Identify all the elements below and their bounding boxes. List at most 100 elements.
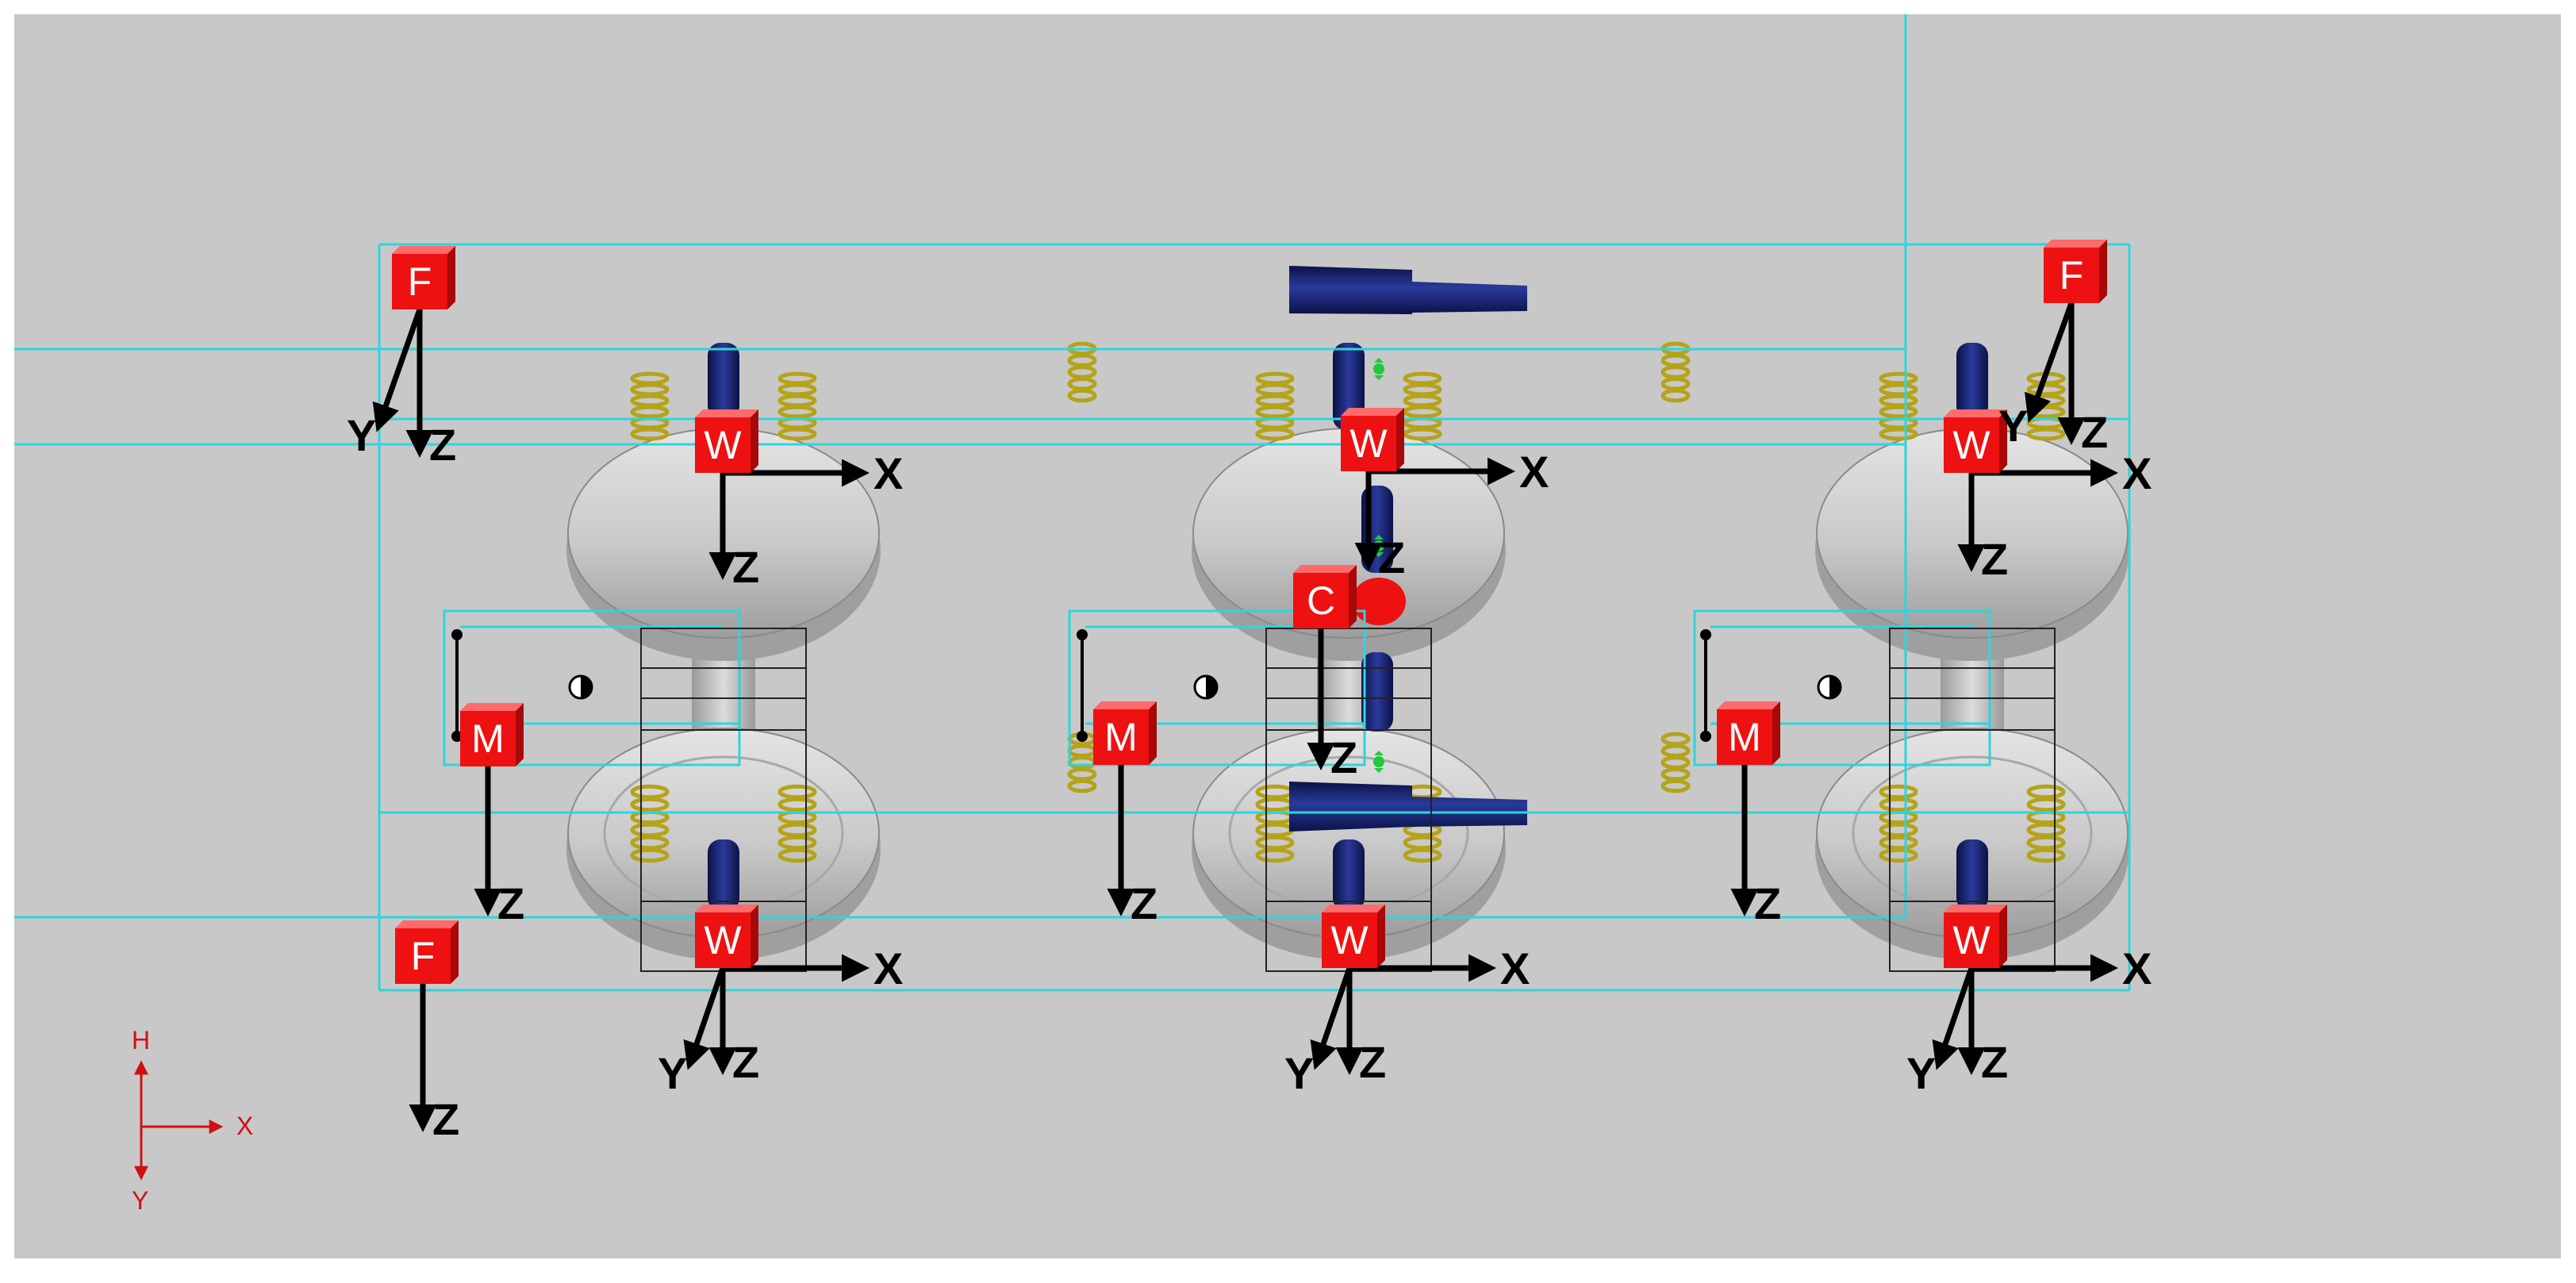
axis-label-z: Z [1981, 534, 2008, 584]
marker-cube-face [460, 711, 516, 766]
pin-end [1077, 731, 1088, 742]
marker-cube-face [695, 912, 751, 968]
anti-roll-bar-top [1289, 266, 1527, 314]
spring-coil [777, 427, 817, 441]
marker-letter: W [704, 918, 742, 962]
marker-wheel[interactable]: X Z W [1944, 409, 2152, 584]
axis-label-z: Z [429, 420, 456, 470]
center-of-mass-icon [1193, 674, 1219, 700]
pin-end [1700, 731, 1711, 742]
marker-cube-side [1396, 408, 1404, 471]
pin-end [1700, 629, 1711, 640]
marker-wheel[interactable]: X Z W [695, 409, 903, 592]
spring-coil [1403, 427, 1442, 441]
damper-bottom [1333, 839, 1365, 911]
marker-cube-side [1772, 701, 1780, 765]
center-of-mass-half [581, 676, 592, 698]
marker-cube-side [1149, 701, 1157, 765]
marker-cube-top [1944, 409, 2007, 417]
marker-letter: W [1952, 918, 1991, 962]
axis-label-z: Z [1359, 1037, 1386, 1087]
bearing-frame [451, 628, 807, 972]
pin-end [451, 629, 463, 640]
axis-label-x: X [2122, 448, 2152, 498]
coil-spring-icon [1879, 371, 1918, 441]
marker-letter: W [1952, 423, 1991, 467]
marker-letter: W [704, 423, 742, 467]
marker-cube-face [695, 417, 751, 473]
marker-center[interactable]: ZC [1293, 565, 1357, 782]
spring-coil [1067, 388, 1097, 403]
marker-cube-top [1341, 408, 1404, 416]
marker-mass[interactable]: ZM [1093, 701, 1157, 928]
axis-label-x: X [873, 448, 903, 498]
axis-label-y: Y [1906, 1048, 1936, 1098]
center-of-mass-icon [568, 674, 593, 700]
axis-label-z: Z [497, 878, 524, 928]
coil-spring-icon [1660, 732, 1691, 793]
marker-cube-side [451, 920, 459, 984]
axis-label-y: Y [1284, 1048, 1314, 1098]
marker-cube-face [1293, 573, 1349, 628]
marker-cube-face [1341, 416, 1396, 471]
center-ball [1352, 578, 1406, 625]
spring-coil [1879, 822, 1918, 838]
axis-label-z: Z [1981, 1037, 2008, 1087]
marker-cube-top [460, 703, 524, 711]
marker-letter: F [2060, 253, 2084, 298]
axis-label-z: Z [732, 542, 759, 592]
joint-arrows [1374, 358, 1384, 380]
pin-end [451, 731, 463, 742]
anti-roll-bar-bottom [1289, 782, 1527, 832]
axis-arrow [372, 308, 423, 432]
spring-coil [630, 835, 670, 851]
axis-label-y: Y [1998, 401, 2028, 451]
spring-coil [2026, 847, 2066, 863]
marker-cube-face [392, 254, 447, 309]
spring-coil [2026, 784, 2066, 800]
axis-label-z: Z [1378, 532, 1405, 582]
pin-end [1077, 629, 1088, 640]
marker-letter: C [1307, 578, 1335, 623]
spring-coil [1879, 835, 1918, 851]
marker-cube-top [392, 246, 455, 254]
marker-frame[interactable]: ZYF [347, 246, 456, 470]
marker-mass[interactable]: ZM [1717, 701, 1781, 928]
marker-cube-face [395, 928, 451, 984]
spring-coil [1403, 847, 1442, 863]
global-axis-label-up: H [132, 1026, 150, 1054]
marker-cube-face [1322, 912, 1377, 968]
marker-cube-top [1093, 701, 1157, 709]
marker-mass[interactable]: ZM [460, 703, 524, 928]
marker-cube-side [447, 246, 455, 309]
coil-spring-icon [630, 784, 670, 863]
marker-frame[interactable]: ZYF [1998, 240, 2108, 457]
axis-label-z: Z [1330, 732, 1357, 782]
damper-top [1956, 343, 1988, 419]
spring-coil [630, 822, 670, 838]
damper-top [708, 343, 739, 419]
spring-coil [1879, 784, 1918, 800]
marker-wheel[interactable]: XZW [1341, 408, 1549, 582]
spring-coil [1879, 797, 1918, 812]
axis-label-x: X [1519, 447, 1549, 497]
axis-arrow [1932, 966, 1975, 1070]
damper-center-lower [1361, 652, 1393, 732]
joint-dot [1373, 363, 1384, 375]
spring-coil [777, 847, 817, 863]
spring-coil [1660, 778, 1691, 793]
damper-bottom [1956, 839, 1988, 911]
center-of-mass-half [1206, 676, 1217, 698]
marker-letter: M [1104, 715, 1138, 759]
marker-cube-face [1093, 709, 1149, 765]
coil-spring-icon [777, 784, 817, 863]
marker-frame[interactable]: ZF [395, 920, 459, 1144]
marker-cube-face [1944, 417, 1999, 473]
spring-coil [777, 822, 817, 838]
marker-cube-side [751, 409, 758, 473]
